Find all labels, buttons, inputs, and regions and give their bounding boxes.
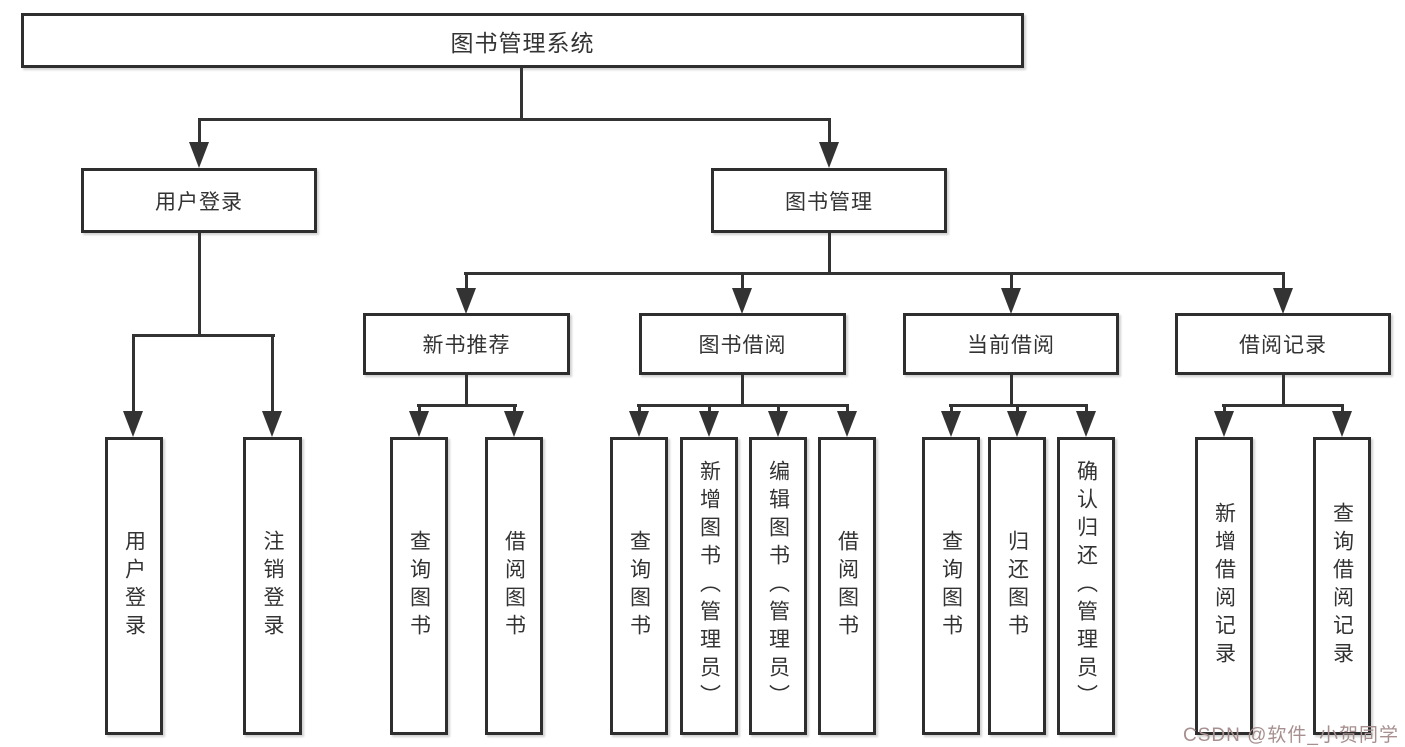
leaf-user-login: 用户登录 bbox=[105, 437, 163, 735]
watermark: CSDN @软件_小贺同学 bbox=[1183, 725, 1399, 746]
node-label: 借阅图书 bbox=[835, 530, 859, 642]
connector-drop bbox=[777, 404, 780, 413]
connector-drop bbox=[465, 272, 468, 290]
connector-drop bbox=[708, 404, 711, 413]
arrowhead bbox=[941, 411, 961, 437]
leaf-query-borrow-record: 查询借阅记录 bbox=[1313, 437, 1371, 735]
leaf-add-books-admin: 新增图书（管理员） bbox=[680, 437, 738, 735]
node-label: 当前借阅 bbox=[967, 334, 1055, 357]
node-label: 新书推荐 bbox=[422, 334, 511, 357]
arrowhead bbox=[409, 411, 429, 437]
node-current-borrow: 当前借阅 bbox=[903, 313, 1119, 375]
node-user-login: 用户登录 bbox=[81, 168, 317, 233]
arrowhead-to-book-borrow bbox=[732, 288, 752, 314]
connector-drop bbox=[513, 404, 516, 413]
arrowhead-to-book-management bbox=[819, 142, 839, 168]
connector-root-drop-right bbox=[828, 118, 831, 144]
arrowhead bbox=[768, 411, 788, 437]
node-label: 新增图书（管理员） bbox=[697, 460, 721, 712]
connector-drop bbox=[271, 334, 274, 411]
leaf-borrow-books-recommend: 借阅图书 bbox=[485, 437, 543, 735]
connector-drop bbox=[1085, 404, 1088, 413]
connector-drop bbox=[741, 272, 744, 290]
connector-drop bbox=[1341, 404, 1344, 413]
connector-user-login-stem bbox=[198, 233, 201, 337]
arrowhead bbox=[504, 411, 524, 437]
node-label: 编辑图书（管理员） bbox=[766, 460, 790, 712]
arrowhead-to-new-book-recommend bbox=[456, 288, 476, 314]
node-label: 查询图书 bbox=[627, 530, 651, 642]
arrowhead-to-logout-leaf bbox=[262, 411, 282, 437]
connector-book-mgmt-stem bbox=[828, 233, 831, 275]
node-label: 查询图书 bbox=[407, 530, 431, 642]
leaf-return-books: 归还图书 bbox=[988, 437, 1046, 735]
connector-user-login-crossbar bbox=[132, 334, 275, 337]
node-label: 借阅记录 bbox=[1239, 334, 1327, 357]
node-label: 新增借阅记录 bbox=[1212, 502, 1236, 670]
node-library-management-system: 图书管理系统 bbox=[21, 13, 1024, 68]
arrowhead-to-borrow-records bbox=[1273, 288, 1293, 314]
arrowhead-to-current-borrow bbox=[1001, 288, 1021, 314]
leaf-edit-books-admin: 编辑图书（管理员） bbox=[749, 437, 807, 735]
arrowhead bbox=[1332, 411, 1352, 437]
leaf-query-books-borrow: 查询图书 bbox=[610, 437, 668, 735]
connector-drop bbox=[1223, 404, 1226, 413]
connector-drop bbox=[418, 404, 421, 413]
connector-drop bbox=[638, 404, 641, 413]
connector-drop bbox=[1282, 272, 1285, 290]
connector-drop bbox=[132, 334, 135, 411]
arrowhead bbox=[629, 411, 649, 437]
connector-stem bbox=[1010, 375, 1013, 407]
arrowhead bbox=[1007, 411, 1027, 437]
node-new-book-recommend: 新书推荐 bbox=[363, 313, 570, 375]
connector-drop bbox=[950, 404, 953, 413]
node-label: 查询图书 bbox=[939, 530, 963, 642]
connector-root-stem bbox=[520, 68, 523, 120]
node-label: 图书借阅 bbox=[698, 334, 787, 357]
node-label: 图书管理系统 bbox=[450, 29, 595, 56]
leaf-confirm-return-admin: 确认归还（管理员） bbox=[1057, 437, 1115, 735]
node-label: 查询借阅记录 bbox=[1330, 502, 1354, 670]
leaf-query-books-recommend: 查询图书 bbox=[390, 437, 448, 735]
node-label: 注销登录 bbox=[261, 530, 284, 642]
connector-root-drop-left bbox=[198, 118, 201, 144]
leaf-borrow-books: 借阅图书 bbox=[818, 437, 876, 735]
connector-stem bbox=[1282, 375, 1285, 407]
connector-root-crossbar bbox=[198, 118, 831, 121]
node-book-management: 图书管理 bbox=[711, 168, 947, 233]
connector-drop bbox=[1016, 404, 1019, 413]
connector-crossbar bbox=[1222, 404, 1344, 407]
connector-stem bbox=[741, 375, 744, 407]
arrowhead bbox=[1076, 411, 1096, 437]
leaf-logout: 注销登录 bbox=[243, 437, 302, 735]
leaf-add-borrow-record: 新增借阅记录 bbox=[1195, 437, 1253, 735]
arrowhead-to-user-login bbox=[189, 142, 209, 168]
connector-stem bbox=[465, 375, 468, 407]
arrowhead bbox=[1214, 411, 1234, 437]
arrowhead-to-login-leaf bbox=[123, 411, 143, 437]
connector-drop bbox=[846, 404, 849, 413]
node-label: 确认归还（管理员） bbox=[1074, 460, 1098, 712]
arrowhead bbox=[837, 411, 857, 437]
connector-drop bbox=[1010, 272, 1013, 290]
leaf-query-books-current: 查询图书 bbox=[922, 437, 980, 735]
node-label: 用户登录 bbox=[155, 190, 243, 214]
node-label: 用户登录 bbox=[122, 530, 146, 642]
node-borrow-records: 借阅记录 bbox=[1175, 313, 1391, 375]
node-label: 图书管理 bbox=[785, 190, 873, 214]
connector-crossbar bbox=[637, 404, 849, 407]
arrowhead bbox=[699, 411, 719, 437]
connector-book-mgmt-crossbar bbox=[464, 272, 1284, 275]
node-label: 借阅图书 bbox=[502, 530, 526, 642]
node-book-borrow: 图书借阅 bbox=[639, 313, 846, 375]
node-label: 归还图书 bbox=[1005, 530, 1029, 642]
connector-crossbar bbox=[417, 404, 517, 407]
